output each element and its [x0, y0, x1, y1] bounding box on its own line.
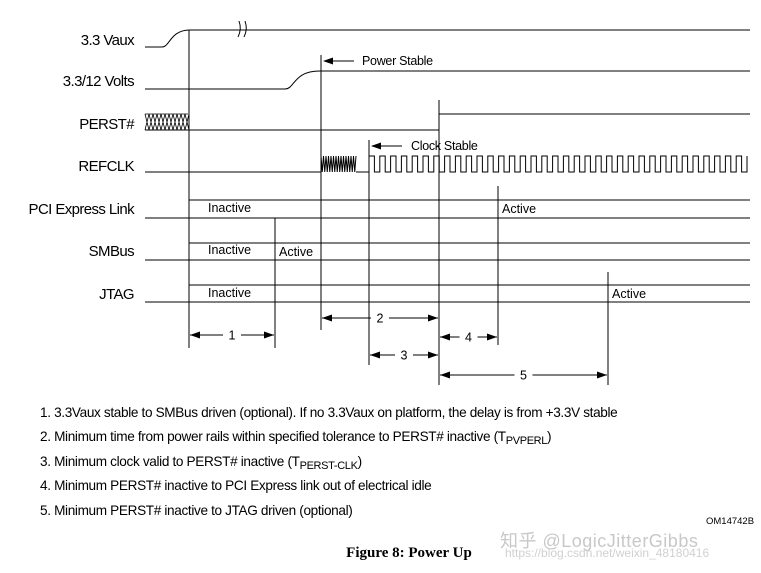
signal-label-smbus: SMBus [89, 243, 134, 260]
signal-label-jtag: JTAG [99, 286, 134, 303]
smbus-inactive-label: Inactive [208, 243, 251, 257]
refclk-unstable-hatch [320, 155, 357, 173]
interval-arrow: 5 [440, 369, 607, 383]
signal-label-pcie-link: PCI Express Link [29, 201, 136, 218]
figure-caption: Figure 8: Power Up [346, 545, 472, 561]
note-item: 2. Minimum time from power rails within … [40, 429, 552, 448]
interval-number: 3 [401, 349, 408, 363]
watermark: 知乎 @LogicJitterGibbs [500, 531, 699, 551]
jtag-active-label: Active [612, 287, 646, 301]
perst-hatch-lines [144, 113, 190, 131]
interval-number: 2 [377, 312, 384, 326]
interval-arrow: 4 [440, 331, 497, 345]
perst-unknown-hatch [144, 113, 190, 131]
smbus-active-label: Active [279, 245, 313, 259]
note-item: 1. 3.3Vaux stable to SMBus driven (optio… [40, 405, 618, 420]
watermark-url: https://blog.csdn.net/weixin_48180416 [505, 546, 710, 560]
pcie-link-lines [145, 199, 750, 219]
refclk-stable-waveform [356, 155, 748, 173]
jtag-lines [145, 284, 750, 303]
interval-arrow: 1 [190, 329, 274, 343]
interval-number: 4 [465, 331, 472, 345]
vaux-break-mark [237, 20, 247, 38]
jtag-inactive-label: Inactive [208, 286, 251, 300]
signal-label-refclk: REFCLK [78, 158, 134, 175]
power-stable-label: Power Stable [362, 54, 433, 68]
signal-label-perst: PERST# [79, 116, 135, 133]
clock-stable-annotation: Clock Stable [371, 139, 478, 153]
pcie-inactive-label: Inactive [208, 201, 251, 215]
vaux-waveform [145, 29, 750, 48]
perst-waveform [145, 113, 750, 131]
note-item: 3. Minimum clock valid to PERST# inactiv… [40, 453, 362, 472]
refclk-hatch-lines [320, 155, 357, 173]
interval-number: 5 [520, 369, 527, 383]
volts-waveform [145, 70, 750, 90]
interval-arrow: 2 [322, 312, 438, 326]
note-item: 4. Minimum PERST# inactive to PCI Expres… [40, 478, 432, 494]
pcie-active-label: Active [502, 202, 536, 216]
power-stable-annotation: Power Stable [323, 54, 433, 68]
note-item: 5. Minimum PERST# inactive to JTAG drive… [40, 502, 353, 518]
interval-number: 1 [229, 329, 236, 343]
smbus-lines [145, 242, 750, 261]
figure-reference-code: OM14742B [706, 516, 755, 527]
interval-arrows: 1 2 3 4 5 [190, 312, 607, 383]
power-up-timing-diagram: 3.3 Vaux 3.3/12 Volts PERST# REFCLK PCI … [29, 20, 750, 385]
clock-stable-label: Clock Stable [411, 139, 478, 153]
signal-label-vaux: 3.3 Vaux [81, 32, 135, 49]
signal-label-volts: 3.3/12 Volts [63, 73, 134, 90]
notes-list: 1. 3.3Vaux stable to SMBus driven (optio… [40, 403, 618, 525]
interval-arrow: 3 [370, 349, 438, 363]
